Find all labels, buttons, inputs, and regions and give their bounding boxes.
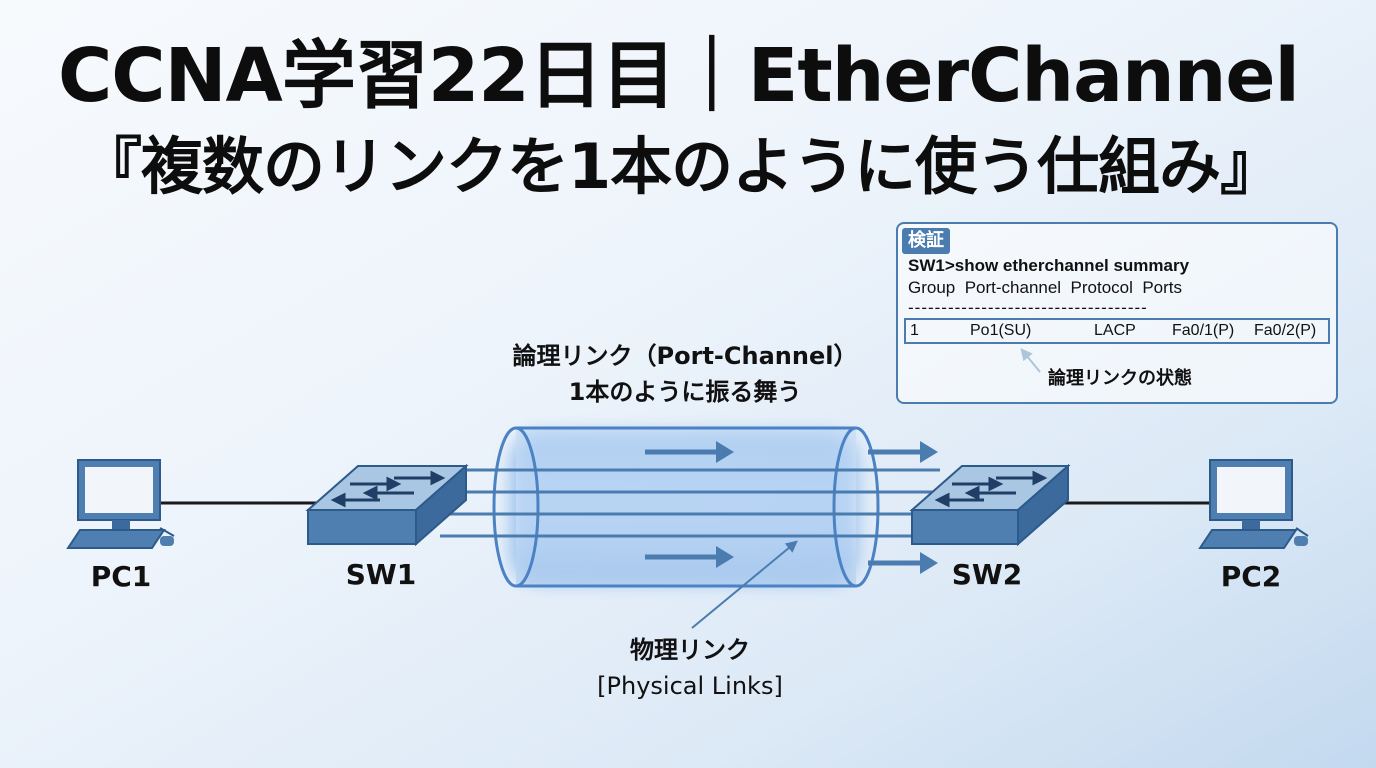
cli-header: Group Port-channel Protocol Ports (908, 278, 1183, 297)
status-label: 論理リンクの状態 (1048, 368, 1192, 389)
logical-link-title: 論理リンク（Port-Channel） (512, 342, 858, 370)
cell-port-2: Fa0/2(P) (1254, 322, 1317, 339)
physical-links (440, 468, 940, 538)
sw1-label: SW1 (345, 558, 417, 591)
physical-link-desc: [Physical Links] (597, 672, 783, 700)
logical-link-desc: 1本のように振る舞う (568, 378, 802, 406)
arrow-right-icon (645, 441, 938, 574)
cell-group: 1 (910, 322, 919, 339)
computer-icon (1198, 459, 1309, 549)
sw2-label: SW2 (951, 558, 1023, 591)
cli-separator: ------------------------------------ (908, 298, 1148, 317)
logical-link-label: 論理リンク（Port-Channel） 1本のように振る舞う (470, 338, 900, 410)
cell-protocol: LACP (1094, 322, 1136, 339)
cli-command: SW1>show etherchannel summary (908, 256, 1190, 275)
physical-link-title: 物理リンク (630, 636, 750, 664)
switch-icon (909, 463, 1071, 547)
pc1-label: PC1 (90, 560, 152, 593)
page-title: CCNA学習22日目｜EtherChannel (58, 33, 1300, 119)
verify-panel: 検証 SW1>show etherchannel summary Group P… (896, 222, 1338, 404)
pc2-label: PC2 (1220, 560, 1282, 593)
physical-link-pointer (691, 540, 798, 629)
verify-tag: 検証 (902, 228, 950, 254)
page-subtitle: 『複数のリンクを1本のように使う仕組み』 (80, 130, 1282, 203)
cell-port-channel: Po1(SU) (970, 322, 1032, 339)
computer-icon (66, 459, 175, 549)
cli-result-row: 1 Po1(SU) LACP Fa0/1(P) Fa0/2(P) (904, 318, 1330, 344)
physical-link-label: 物理リンク [Physical Links] (530, 632, 850, 704)
switch-icon (305, 463, 469, 547)
cell-port-1: Fa0/1(P) (1172, 322, 1235, 339)
